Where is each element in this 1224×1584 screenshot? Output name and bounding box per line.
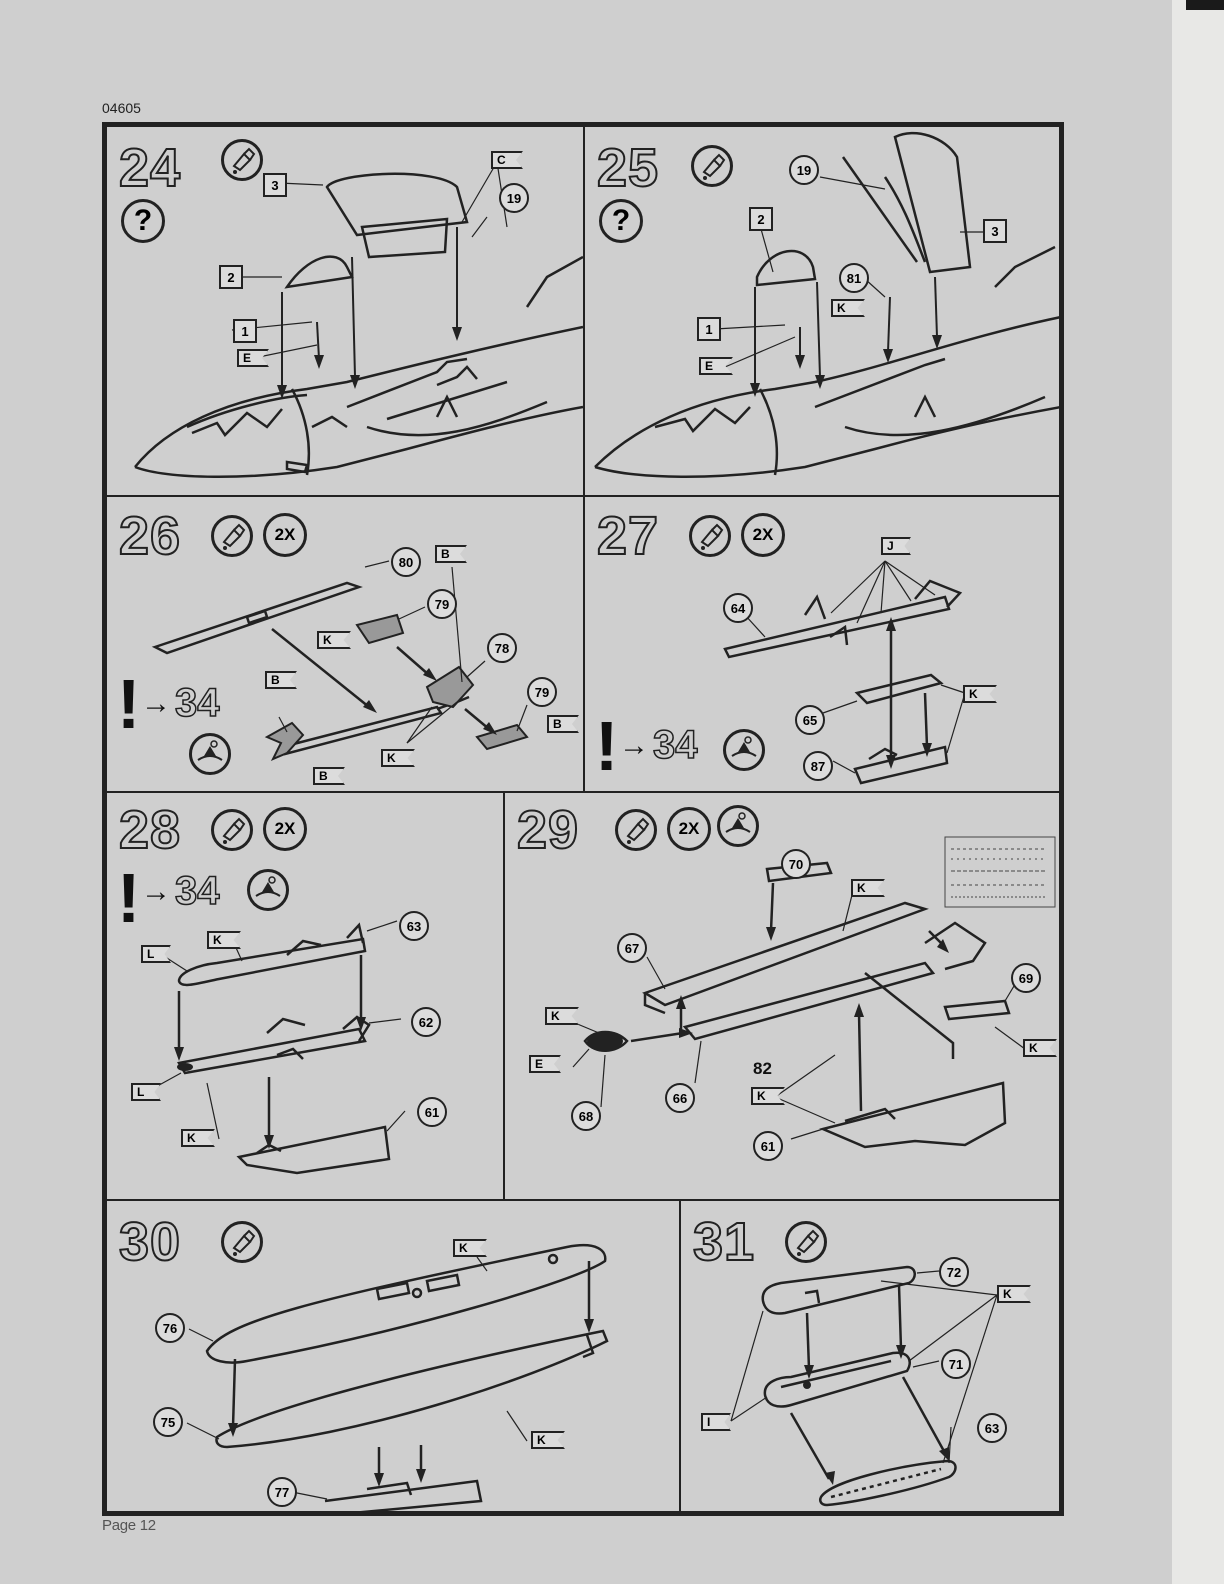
attention-mark: ! <box>595 711 618 781</box>
step-30-number: 30 <box>119 1215 181 1269</box>
step-25-panel: 25 ? 19 2 3 81 1 K E <box>583 125 1061 497</box>
part-63-label: 63 <box>977 1413 1007 1443</box>
part-2-label: 2 <box>219 265 243 289</box>
step-26-panel: 26 2X ! → 34 80 79 78 79 B K B B K B <box>105 495 585 793</box>
part-65-label: 65 <box>795 705 825 735</box>
step-30-panel: 30 76 75 77 K K <box>105 1199 681 1513</box>
document-code: 04605 <box>102 100 141 116</box>
decal-water-icon <box>247 869 289 911</box>
step-28-panel: 28 2X ! → 34 63 62 61 K L L K <box>105 791 505 1201</box>
quantity-2x-badge: 2X <box>667 807 711 851</box>
glue-tube-icon <box>615 809 657 851</box>
part-69-label: 69 <box>1011 963 1041 993</box>
step-28-number: 28 <box>119 803 181 857</box>
step-27-number: 27 <box>597 509 659 563</box>
glue-tube-icon <box>691 145 733 187</box>
attention-mark: ! <box>117 669 140 739</box>
page-edge-mark <box>1186 0 1224 10</box>
arrow-to-step: → <box>141 877 171 907</box>
part-19-label: 19 <box>499 183 529 213</box>
part-68-label: 68 <box>571 1101 601 1131</box>
part-2-label: 2 <box>749 207 773 231</box>
part-19-label: 19 <box>789 155 819 185</box>
part-62-label: 62 <box>411 1007 441 1037</box>
question-mark-icon: ? <box>121 199 165 243</box>
step-24-panel: 24 ? 3 2 1 19 C E <box>105 125 585 497</box>
glue-tube-icon <box>221 139 263 181</box>
part-77-label: 77 <box>267 1477 297 1507</box>
part-87-label: 87 <box>803 751 833 781</box>
step-30-illustration <box>107 1201 681 1513</box>
part-81-label: 81 <box>839 263 869 293</box>
glue-tube-icon <box>211 515 253 557</box>
decal-water-icon <box>717 805 759 847</box>
page-number: Page 12 <box>102 1517 156 1534</box>
step-24-number: 24 <box>119 141 181 195</box>
quantity-2x-badge: 2X <box>741 513 785 557</box>
reference-step-34: 34 <box>175 683 220 723</box>
step-27-panel: 27 2X ! → 34 64 65 87 J K <box>583 495 1061 793</box>
part-72-label: 72 <box>939 1257 969 1287</box>
arrow-to-step: → <box>141 689 171 719</box>
part-75-label: 75 <box>153 1407 183 1437</box>
attention-mark: ! <box>117 863 140 933</box>
step-29-number: 29 <box>517 803 579 857</box>
part-63-label: 63 <box>399 911 429 941</box>
glue-tube-icon <box>785 1221 827 1263</box>
reference-step-34: 34 <box>175 871 220 911</box>
part-76-label: 76 <box>155 1313 185 1343</box>
part-64-label: 64 <box>723 593 753 623</box>
part-80-label: 80 <box>391 547 421 577</box>
glue-tube-icon <box>689 515 731 557</box>
part-70-label: 70 <box>781 849 811 879</box>
step-26-number: 26 <box>119 509 181 563</box>
part-1-label: 1 <box>233 319 257 343</box>
decal-water-icon <box>189 733 231 775</box>
question-mark-icon: ? <box>599 199 643 243</box>
step-29-panel: 29 2X 70 67 69 68 66 61 82 K K E K K <box>503 791 1061 1201</box>
part-67-label: 67 <box>617 933 647 963</box>
page-edge-strip <box>1172 0 1224 1584</box>
quantity-2x-badge: 2X <box>263 807 307 851</box>
part-79-label: 79 <box>427 589 457 619</box>
part-79-label: 79 <box>527 677 557 707</box>
part-82-label: 82 <box>753 1059 772 1079</box>
part-78-label: 78 <box>487 633 517 663</box>
step-31-panel: 31 72 71 63 K I <box>679 1199 1061 1513</box>
glue-tube-icon <box>221 1221 263 1263</box>
glue-tube-icon <box>211 809 253 851</box>
arrow-to-step: → <box>619 731 649 761</box>
part-3-label: 3 <box>263 173 287 197</box>
part-3-label: 3 <box>983 219 1007 243</box>
part-61-label: 61 <box>417 1097 447 1127</box>
step-25-number: 25 <box>597 141 659 195</box>
decal-water-icon <box>723 729 765 771</box>
part-61-label: 61 <box>753 1131 783 1161</box>
step-31-number: 31 <box>693 1215 755 1269</box>
quantity-2x-badge: 2X <box>263 513 307 557</box>
part-66-label: 66 <box>665 1083 695 1113</box>
instruction-sheet: 24 ? 3 2 1 19 C E <box>102 122 1064 1516</box>
part-1-label: 1 <box>697 317 721 341</box>
reference-step-34: 34 <box>653 725 698 765</box>
part-71-label: 71 <box>941 1349 971 1379</box>
